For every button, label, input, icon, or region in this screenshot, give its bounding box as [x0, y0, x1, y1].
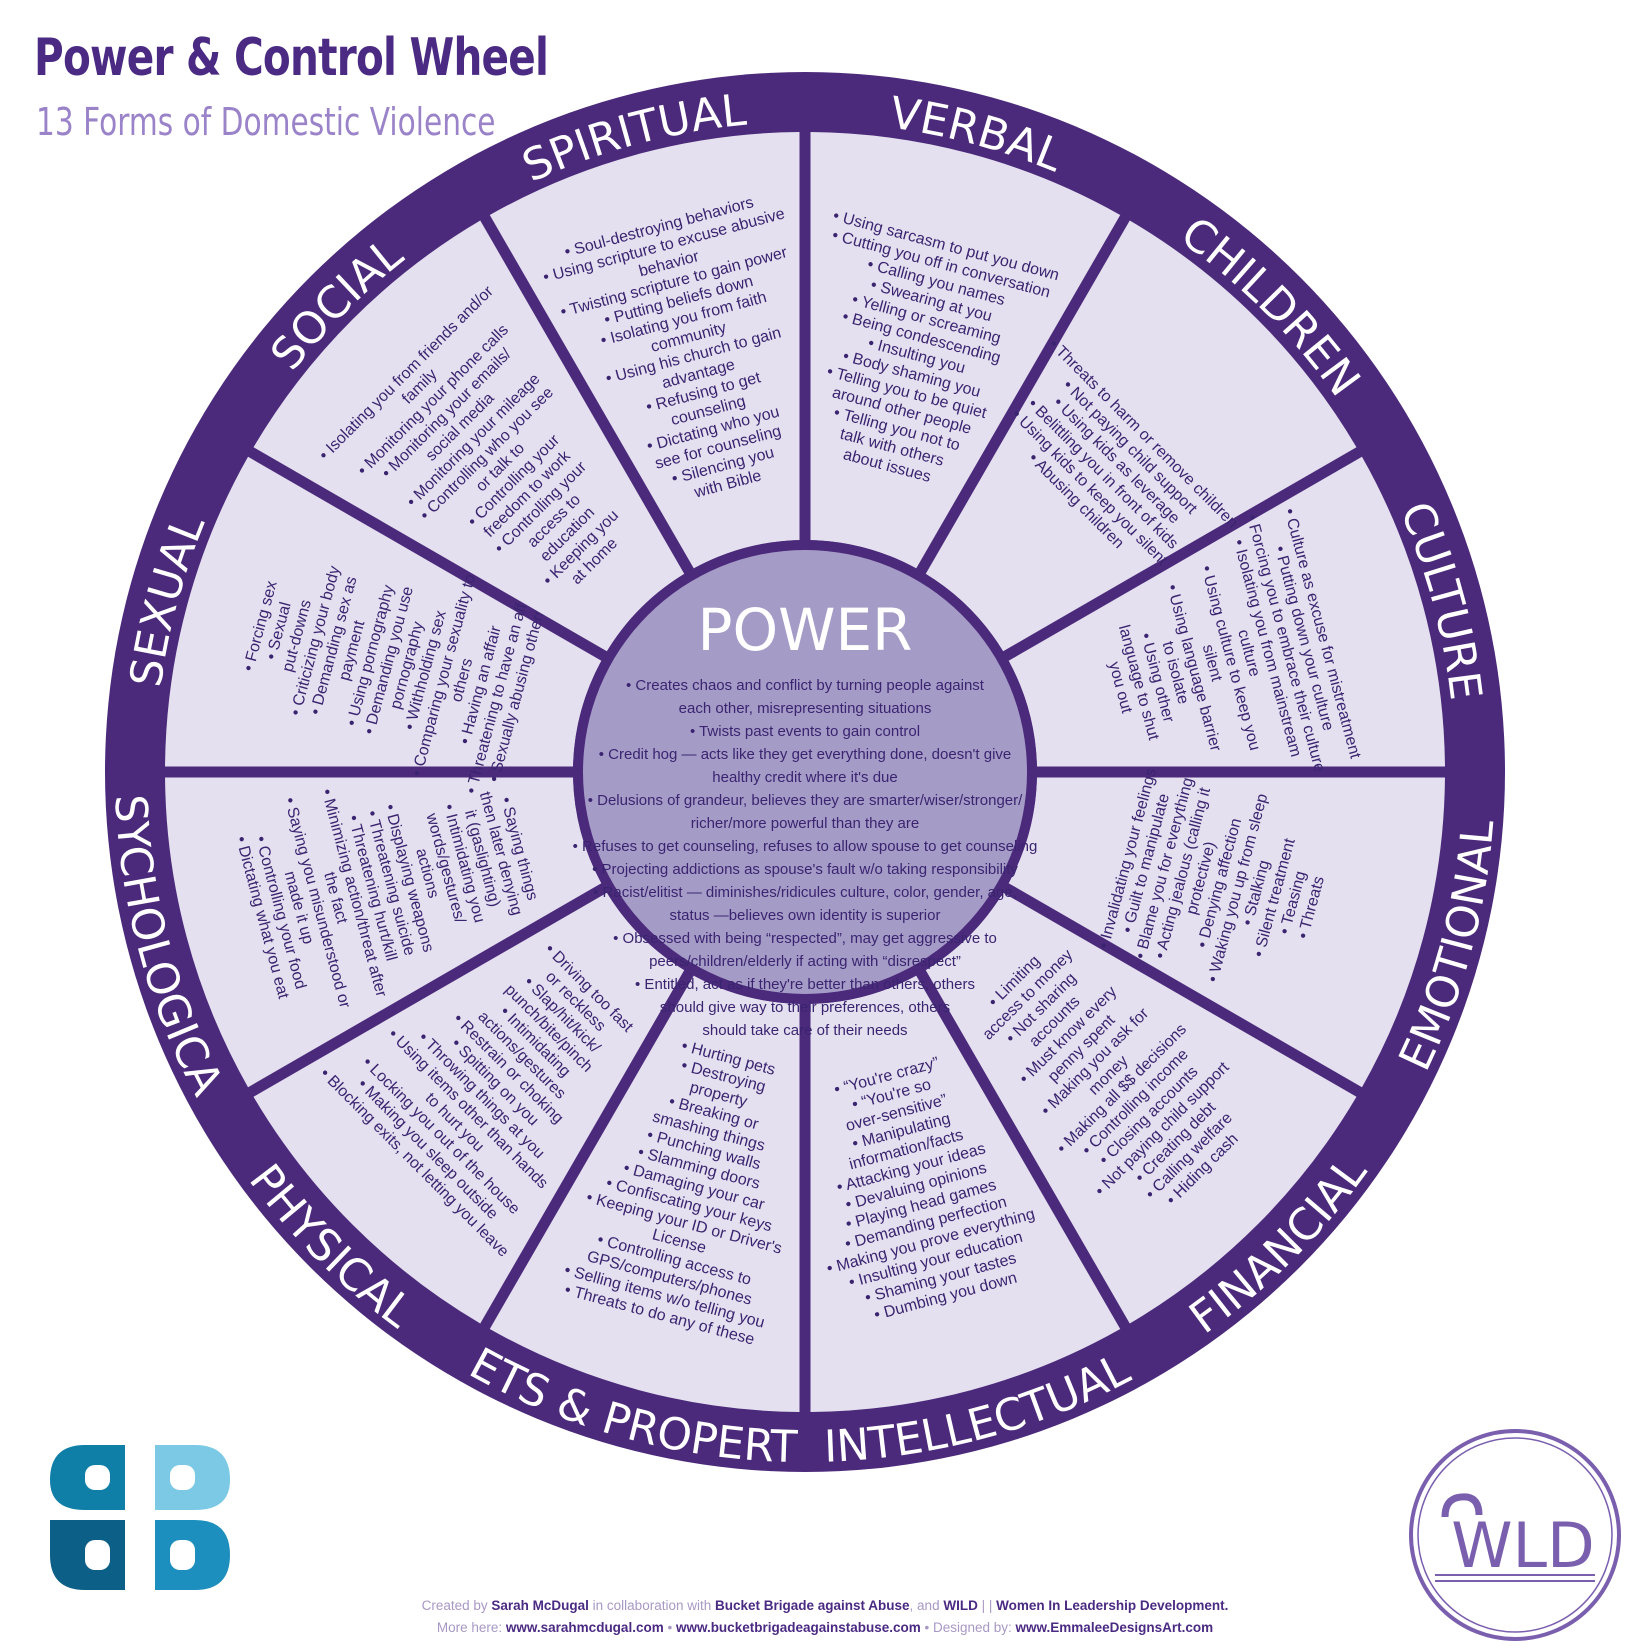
center-list-item: should take care of their needs — [702, 1022, 907, 1039]
page-subtitle: 13 Forms of Domestic Violence — [36, 100, 496, 144]
credit-fragment: | | — [977, 1598, 997, 1613]
center-list-item: • Creates chaos and conflict by turning … — [626, 677, 985, 694]
credit-fragment: Women In Leadership Development. — [996, 1598, 1229, 1613]
credit-fragment: www.EmmaleeDesignsArt.com — [1015, 1620, 1214, 1635]
center-list-item: peers/children/elderly if acting with “d… — [649, 953, 961, 970]
credit-fragment: More here: — [436, 1620, 506, 1635]
wheel-segment — [165, 777, 602, 1088]
segment-list: • “You're crazy”• “You're soover-sensiti… — [825, 1054, 1037, 1324]
credits-line-1: Created by Sarah McDugal in collaboratio… — [300, 1598, 1350, 1613]
credits-line-2: More here: www.sarahmcdugal.com • www.bu… — [300, 1620, 1350, 1635]
center-heading: POWER — [698, 596, 913, 664]
center-list-item: richer/more powerful than they are — [691, 815, 919, 832]
wheel-segment — [253, 220, 685, 652]
credit-fragment: • Designed by: — [920, 1620, 1016, 1635]
center-list-item: status —believes own identity is superio… — [670, 907, 941, 924]
center-list-item: • Entitled, act as if they're better tha… — [635, 976, 975, 993]
center-list-item: • Twists past events to gain control — [690, 723, 920, 740]
segment-list: • Using sarcasm to put you down• Cutting… — [825, 207, 1061, 485]
credit-fragment: in collaboration with — [588, 1598, 715, 1613]
credit-fragment: www.sarahmcdugal.com — [505, 1620, 664, 1635]
page-title: Power & Control Wheel — [34, 28, 549, 88]
center-list-item: • Projecting addictions as spouse's faul… — [592, 861, 1018, 878]
center-list-item: • Credit hog — acts like they get everyt… — [599, 746, 1012, 763]
center-list-item: • Racist/elitist — diminishes/ridicules … — [593, 884, 1017, 901]
credit-fragment: www.bucketbrigadeagainstabuse.com — [675, 1620, 921, 1635]
wild-logo: WLD — [1409, 1429, 1621, 1641]
center-list-item: healthy credit where it's due — [712, 769, 897, 786]
wheel-segment — [489, 132, 800, 569]
credit-fragment: Created by — [421, 1598, 492, 1613]
wheel-segment — [165, 456, 602, 767]
center-circle — [583, 550, 1027, 994]
center-list-item: • Delusions of grandeur, believes they a… — [588, 792, 1023, 809]
wheel-segment — [489, 975, 800, 1412]
wheel-segment — [1008, 777, 1445, 1088]
segment-list: • Culture as excuse for mistreatment• Pu… — [1105, 507, 1364, 775]
credit-fragment: WILD — [943, 1598, 978, 1613]
credit-fragment: , and — [909, 1598, 944, 1613]
wheel-segment — [810, 975, 1121, 1412]
wheel-segment — [1008, 456, 1445, 767]
wheel-segment — [810, 132, 1121, 569]
wheel-segment — [925, 892, 1357, 1324]
wild-logo-text: WLD — [1451, 1509, 1595, 1582]
wheel-segment — [925, 220, 1357, 652]
credit-fragment: • — [663, 1620, 676, 1635]
center-list-item: • Refuses to get counseling, refuses to … — [573, 838, 1038, 855]
center-list-item: • Obsessed with being “respected”, may g… — [613, 930, 997, 947]
center-list-item: should give way to their preferences, ot… — [660, 999, 950, 1016]
bucket-brigade-logo — [50, 1445, 230, 1590]
center-list-item: each other, misrepresenting situations — [679, 700, 932, 717]
credit-fragment: Bucket Brigade against Abuse — [714, 1598, 910, 1613]
wheel-segment — [253, 892, 685, 1324]
credit-fragment: Sarah McDugal — [491, 1598, 589, 1613]
